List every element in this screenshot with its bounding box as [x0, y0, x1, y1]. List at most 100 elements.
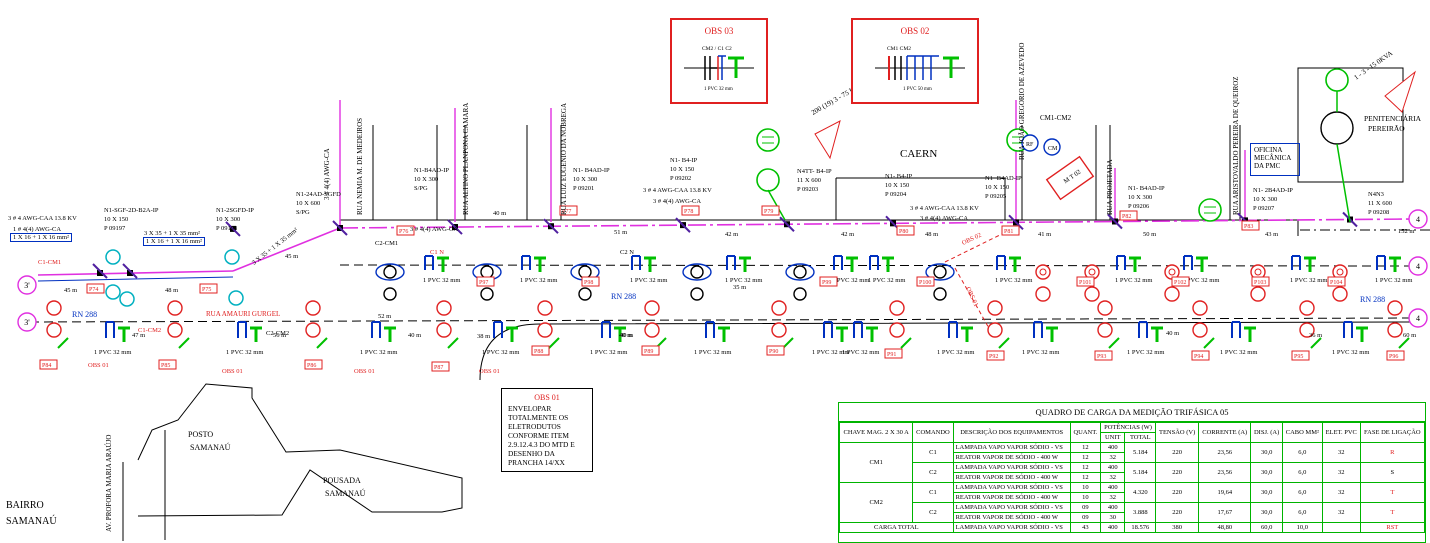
svg-text:1 PVC 32 mm: 1 PVC 32 mm [704, 87, 733, 92]
meter-icon [1021, 134, 1039, 152]
distance-label: 51 m [614, 229, 627, 236]
circuit-label: C2-CM2 [266, 330, 289, 337]
pvc-label: 1 PVC 32 mm [360, 349, 397, 356]
pole-tag-label: P77 [562, 209, 571, 215]
table-cell: 10 [1069, 482, 1101, 493]
pole-tag-label: P88 [534, 349, 543, 355]
table-cell: 23,56 [1198, 442, 1252, 463]
place-bairro: BAIRRO [6, 500, 44, 511]
oficina-box: OFICINA MECÂNICA DA PMC [1250, 143, 1300, 176]
pole-tag-label: P91 [887, 352, 896, 358]
conduit-symbol [1116, 255, 1126, 270]
table-cell: 6,0 [1281, 442, 1323, 463]
pvc-label: 1 PVC 32 mm [520, 277, 557, 284]
pole-label: P 09198 [216, 225, 237, 232]
pole-label: P 09197 [104, 225, 126, 232]
pvc-label: 1 PVC 32 mm [937, 349, 974, 356]
conduit-symbol [833, 255, 843, 270]
lamp-post-icon [690, 287, 704, 301]
lamp-post-icon [933, 287, 947, 301]
pole-tag [761, 205, 780, 216]
conduit-symbol [237, 321, 247, 338]
ground-rod [57, 337, 69, 349]
pole-tag-label: P90 [769, 349, 778, 355]
pole-tag-label: P76 [399, 229, 408, 235]
distance-label: 40 m [620, 332, 633, 339]
lamp-post-icon [46, 300, 62, 316]
table-cell: 32 [1321, 482, 1361, 503]
table-cell: 400 [1099, 482, 1126, 493]
ground-symbol [1046, 326, 1058, 342]
load-table-grid: CHAVE MAG. 2 X 30 A COMANDO DESCRIÇÃO DO… [839, 422, 1425, 533]
distance-label: 40 m [619, 332, 632, 339]
lamp-post-icon [383, 287, 397, 301]
circuit-label: C1-CM2 [138, 327, 161, 334]
pvc-label: 1 PVC 32 mm [1290, 277, 1327, 284]
ground-symbol [1356, 326, 1368, 342]
pole-tag [1386, 350, 1405, 361]
conduit-symbol [853, 321, 863, 338]
ground-symbol [384, 326, 396, 342]
junction-box [375, 263, 405, 281]
pole-marker [97, 270, 103, 276]
pole-label: 11 X 600 [1368, 200, 1392, 207]
pole-label: N1- B4-IP [670, 157, 698, 164]
meter-label: RF [1026, 142, 1034, 148]
ground-rod [1398, 337, 1410, 349]
conduit-symbol [996, 255, 1006, 270]
mt-box [1045, 155, 1095, 201]
pole-tag-label: P80 [899, 229, 908, 235]
luminaire-icon [228, 290, 244, 306]
pole-tag-label: P79 [764, 209, 773, 215]
pole-tag-label: P74 [89, 287, 98, 293]
pvc-label: 1 PVC 32 mm [1220, 349, 1257, 356]
conduit-symbol [726, 255, 736, 270]
pvc-label: 1 PVC 32 mm [226, 349, 263, 356]
pvc-label: 1 PVC 32 mm [832, 277, 869, 284]
distance-label: 38 m [477, 333, 490, 340]
pvc-label: 1 PVC 32 mm [590, 349, 627, 356]
pole-tag [1191, 350, 1210, 361]
conductor-label: 3 # 4 AWG-CAA 13.8 KV [8, 215, 77, 222]
lamp-post-icon [690, 265, 704, 279]
ground-rod [316, 337, 328, 349]
street-label: RUA PROJETADA [1106, 159, 1114, 215]
lamp-post-icon [1084, 286, 1100, 302]
lamp-post-icon [1250, 286, 1266, 302]
lamp-post-icon-inner [1088, 268, 1096, 276]
pole-tag [1241, 220, 1260, 231]
pole-tag [884, 348, 903, 359]
pvc-label: 1 PVC 32 mm [812, 349, 849, 356]
pole-tag-label: P87 [434, 365, 443, 371]
table-cell: 43 [1069, 522, 1101, 533]
ground-symbol [1129, 256, 1141, 272]
pole-tag [1094, 350, 1113, 361]
table-cell: 30,0 [1250, 502, 1283, 523]
pole-brace [447, 219, 463, 235]
conductor-label: 3 # 4(4) AWG-CA [920, 215, 968, 222]
street-label: RUA ALTINO PLANPONA CAMARA [462, 103, 470, 215]
pole-tag [1001, 225, 1020, 236]
pvc-label: 1 PVC 32 mm [725, 277, 762, 284]
table-cell: 5.184 [1124, 462, 1157, 483]
rn-label: RN 288 [611, 292, 636, 301]
obs03-symbol: CM2 / C1 C2 1 PVC 32 mm [684, 46, 754, 92]
pole-label: N4N3 [1368, 191, 1384, 198]
obs02-title: OBS 02 [900, 26, 930, 36]
th: TOTAL [1124, 432, 1157, 443]
pvc-label: 1 PVC 32 mm [1375, 277, 1412, 284]
table-cell: 220 [1155, 482, 1200, 503]
pvc-label: 1 PVC 32 mm [94, 349, 131, 356]
ground-symbol [882, 256, 894, 272]
pole-tag [39, 359, 58, 370]
pvc-label: 1 PVC 32 mm [423, 277, 460, 284]
table-cell: 10 [1069, 492, 1101, 503]
obs01-body: ENVELOPAR TOTALMENTE OS ELETRODUTOS CONF… [508, 404, 575, 467]
lamp-post-icon [305, 300, 321, 316]
conduit-symbol [424, 255, 434, 270]
table-cell: 09 [1069, 502, 1101, 513]
pole-tag [1171, 276, 1190, 287]
